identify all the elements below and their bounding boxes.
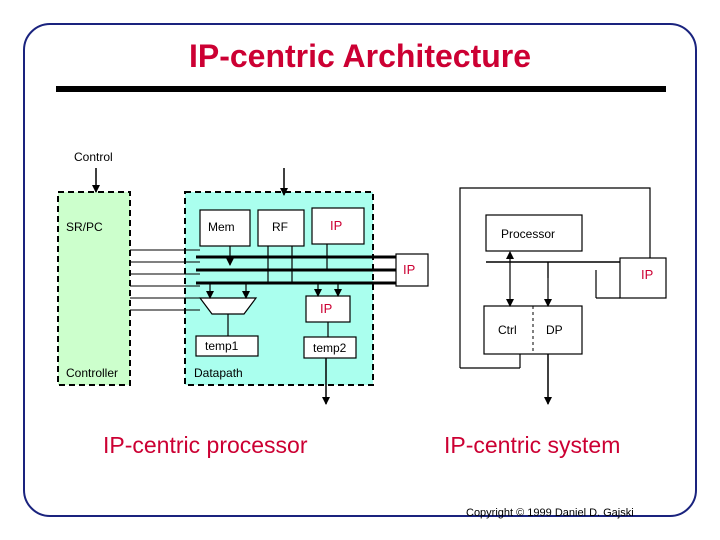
sr-pc-label: SR/PC: [66, 220, 103, 234]
rf-box: [257, 209, 305, 247]
control-lines: [130, 249, 200, 311]
temp2-box: [303, 336, 357, 359]
ip-alu-label: IP: [320, 301, 333, 316]
dp-label: DP: [546, 323, 563, 337]
system-caption: IP-centric system: [444, 432, 621, 458]
controller-box: [57, 191, 131, 386]
copyright-text: Copyright © 1999 Daniel D. Gajski: [466, 507, 634, 519]
controller-label: Controller: [66, 366, 119, 380]
rf-label: RF: [272, 220, 288, 234]
control-label: Control: [74, 150, 113, 164]
processor-label: Processor: [501, 227, 556, 241]
mem-box: [199, 209, 251, 247]
alu-shape: [198, 297, 258, 315]
system-outline: [459, 187, 651, 368]
datapath-buses: [196, 255, 412, 285]
ip-top-box: [311, 207, 365, 245]
temp2-label: temp2: [313, 341, 347, 355]
ip-alu-box: [305, 295, 351, 323]
ip-bus-box: [395, 253, 429, 287]
datapath-label: Datapath: [194, 366, 243, 380]
processor-caption: IP-centric processor: [103, 432, 308, 458]
ip-system-label: IP: [641, 267, 654, 282]
title-underline: [56, 86, 666, 92]
page-title: IP-centric Architecture: [188, 38, 532, 74]
ctrl-label: Ctrl: [498, 323, 517, 337]
mem-label: Mem: [208, 220, 235, 234]
ip-system-box: [619, 257, 667, 299]
ip-bus-label: IP: [403, 262, 416, 277]
slide-frame: [23, 23, 697, 517]
ip-top-label: IP: [330, 218, 343, 233]
temp1-label: temp1: [205, 339, 239, 353]
processor-box: [485, 214, 583, 252]
temp1-box: [195, 335, 259, 357]
